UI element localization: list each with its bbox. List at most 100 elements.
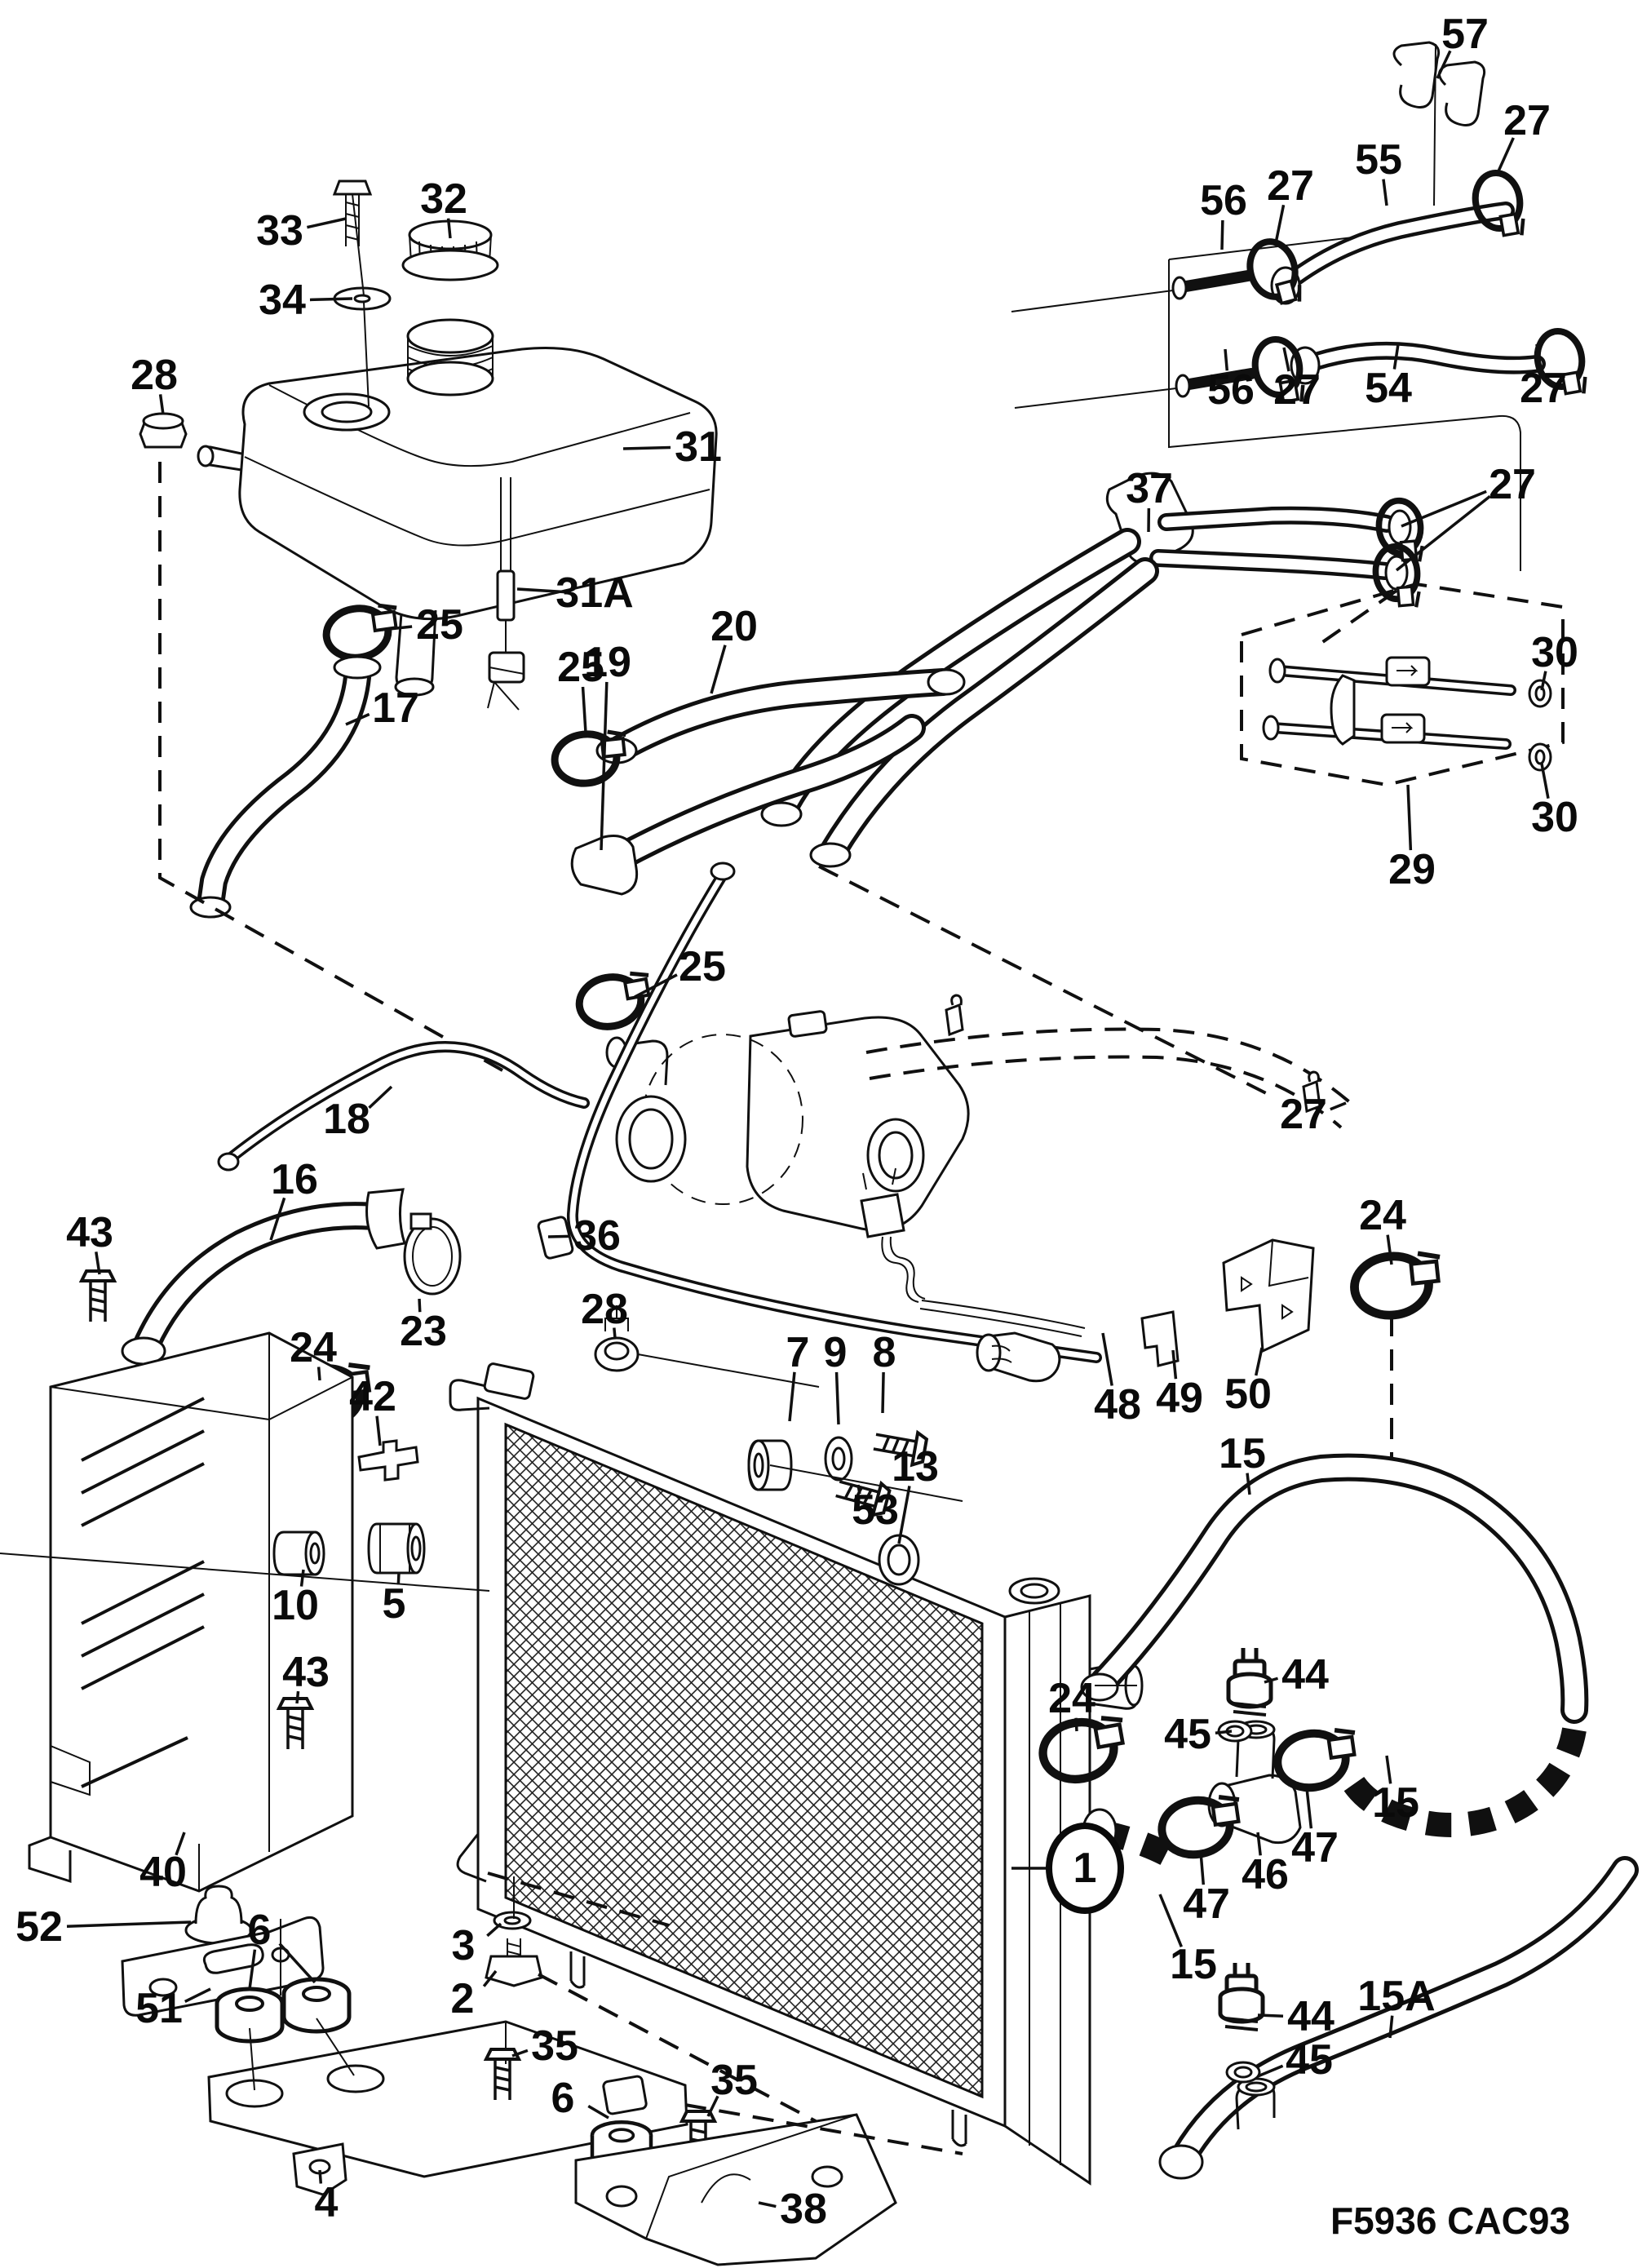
leader-line-24 bbox=[316, 1367, 321, 1381]
callout-label-15: 15 bbox=[1219, 1430, 1266, 1477]
bracket-38 bbox=[574, 2113, 897, 2266]
callout-label-2: 2 bbox=[451, 1975, 475, 2022]
connector-kit-box bbox=[1240, 582, 1565, 787]
callout-label-27: 27 bbox=[1489, 461, 1536, 508]
spool-5 bbox=[367, 1522, 426, 1575]
callout-label-8: 8 bbox=[873, 1329, 896, 1376]
callout-label-24: 24 bbox=[290, 1324, 337, 1371]
axis-10 bbox=[0, 1553, 490, 1592]
leader-line-54 bbox=[1392, 343, 1400, 370]
callout-label-28: 28 bbox=[131, 352, 178, 399]
callout-label-20: 20 bbox=[710, 603, 758, 650]
callout-label-54: 54 bbox=[1365, 365, 1412, 412]
leader-line-24 bbox=[1074, 1717, 1078, 1732]
washer-3 bbox=[493, 1911, 532, 1930]
callout-label-7: 7 bbox=[786, 1329, 810, 1376]
callout-circle-1 bbox=[1046, 1823, 1124, 1914]
hose-18 bbox=[217, 1041, 590, 1172]
leader-line-17 bbox=[345, 712, 370, 726]
leader-line-56 bbox=[1220, 219, 1224, 250]
hose-55 bbox=[1270, 202, 1515, 305]
callout-label-46: 46 bbox=[1242, 1851, 1289, 1898]
callout-label-19: 19 bbox=[584, 639, 631, 686]
filler-neck bbox=[406, 318, 494, 396]
drawing-code: F5936 CAC93 bbox=[1330, 2199, 1570, 2242]
leader-line-24 bbox=[1386, 1234, 1393, 1265]
callout-label-51: 51 bbox=[135, 1985, 183, 2032]
leader-line-15 bbox=[1246, 1473, 1251, 1495]
leader-line-27 bbox=[1395, 494, 1491, 572]
leader-line-27 bbox=[1535, 343, 1541, 370]
callout-label-27: 27 bbox=[1267, 162, 1314, 210]
o-ring-30a bbox=[1528, 679, 1552, 708]
dashed-link-27 bbox=[1320, 589, 1398, 645]
bushing-10 bbox=[272, 1530, 325, 1576]
coolant-pipe-36 bbox=[537, 862, 1102, 1363]
leader-line-19 bbox=[600, 681, 609, 851]
callout-label-37: 37 bbox=[1126, 465, 1173, 512]
leader-line-6 bbox=[587, 2104, 609, 2120]
leader-line-31A bbox=[516, 587, 568, 594]
o-ring-45a bbox=[1217, 1720, 1253, 1743]
callout-label-24: 24 bbox=[1048, 1675, 1096, 1722]
leader-line-27 bbox=[1496, 137, 1515, 174]
leader-line-16 bbox=[269, 1197, 286, 1241]
leader-line-4 bbox=[318, 2169, 323, 2184]
callout-label-38: 38 bbox=[780, 2186, 827, 2233]
callout-label-45: 45 bbox=[1286, 2036, 1333, 2084]
leader-line-27 bbox=[1330, 1101, 1347, 1111]
hose-15 bbox=[1080, 1453, 1589, 1724]
assembly-dash-bottom bbox=[487, 1872, 817, 2123]
leader-line-15 bbox=[1158, 1894, 1183, 1947]
pipe-56a bbox=[1011, 270, 1254, 312]
leader-line-6 bbox=[248, 1949, 257, 1990]
clamp-23 bbox=[403, 1212, 462, 1296]
callout-label-23: 23 bbox=[400, 1308, 447, 1355]
clamp-25a bbox=[323, 603, 402, 662]
callout-label-45: 45 bbox=[1164, 1711, 1211, 1758]
sensor-bracket-50 bbox=[1222, 1238, 1315, 1353]
callout-label-6: 6 bbox=[248, 1907, 272, 1954]
callout-label-56: 56 bbox=[1207, 366, 1255, 414]
clip-57 bbox=[1392, 41, 1486, 206]
expansion-tank bbox=[197, 318, 718, 697]
callout-label-30: 30 bbox=[1531, 794, 1578, 841]
hose-19 bbox=[570, 714, 926, 896]
leader-line-25 bbox=[381, 625, 413, 631]
pipe-56b bbox=[1014, 368, 1257, 409]
o-ring-13 bbox=[878, 1534, 920, 1586]
callout-label-43: 43 bbox=[66, 1209, 113, 1256]
callout-label-49: 49 bbox=[1156, 1375, 1203, 1422]
radiator bbox=[449, 1362, 1144, 2186]
quick-connectors-29 bbox=[1262, 656, 1516, 750]
callout-label-25: 25 bbox=[679, 943, 726, 990]
leader-line-33 bbox=[307, 217, 347, 229]
leader-line-47 bbox=[1305, 1787, 1313, 1829]
callout-label-52: 52 bbox=[15, 1903, 63, 1951]
leader-line-29 bbox=[1406, 784, 1413, 851]
callout-label-15: 15 bbox=[1372, 1779, 1419, 1827]
callout-label-36: 36 bbox=[573, 1212, 621, 1260]
callout-label-50: 50 bbox=[1224, 1371, 1272, 1418]
o-ring-30b bbox=[1528, 742, 1552, 772]
callout-label-56: 56 bbox=[1200, 177, 1247, 224]
leader-line-18 bbox=[368, 1085, 393, 1110]
hose-16 bbox=[121, 1188, 406, 1366]
leader-line-27 bbox=[1401, 489, 1487, 528]
bolt-43a bbox=[80, 1269, 116, 1323]
leader-line-15A bbox=[1388, 2015, 1394, 2039]
leader-line-28 bbox=[613, 1327, 617, 1339]
leader-line-5 bbox=[396, 1572, 401, 1585]
callout-label-35: 35 bbox=[531, 2022, 578, 2070]
callout-label-13: 13 bbox=[892, 1443, 939, 1491]
temp-sensor-48 bbox=[860, 1167, 1086, 1383]
callout-label-16: 16 bbox=[271, 1156, 318, 1203]
o-ring-45b bbox=[1225, 2061, 1261, 2084]
tank-screw-washer bbox=[333, 193, 392, 407]
callout-label-4: 4 bbox=[315, 2179, 339, 2226]
switch-44b bbox=[1220, 1963, 1263, 2030]
pipe-grommet-28c bbox=[594, 1305, 820, 1388]
